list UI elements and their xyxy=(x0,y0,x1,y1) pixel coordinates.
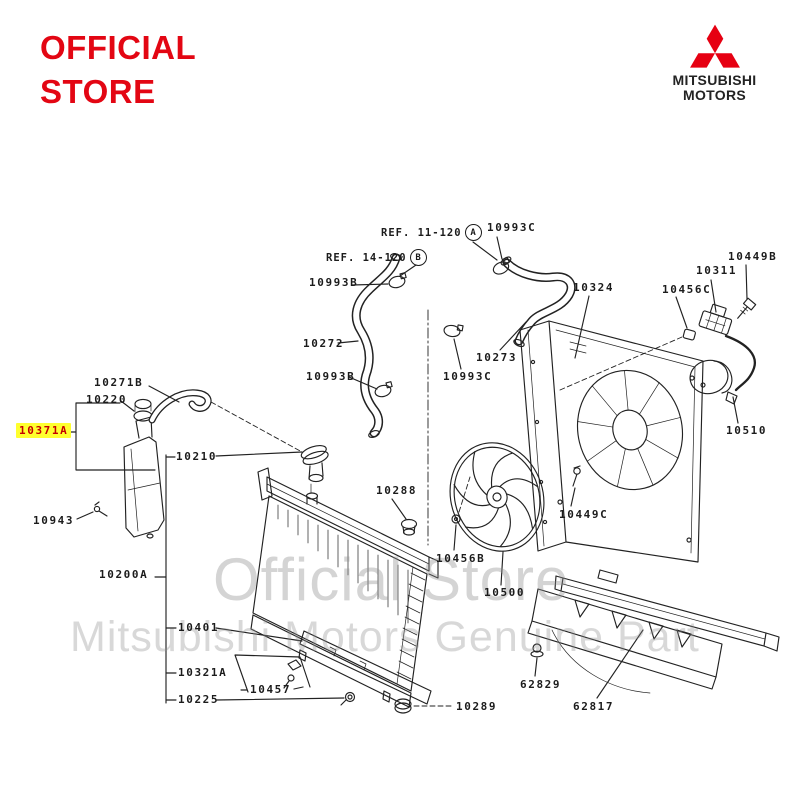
ref-callout-text: REF. 14-120 xyxy=(326,251,407,264)
part-label-10288: 10288 xyxy=(376,484,418,497)
part-label-10500: 10500 xyxy=(484,586,526,599)
part-label-10401: 10401 xyxy=(178,621,220,634)
part-label-10457: 10457 xyxy=(250,683,292,696)
part-label-10993B: 10993B xyxy=(309,276,359,289)
radiator-cap-drawing xyxy=(215,445,329,494)
store-banner-line2: STORE xyxy=(40,73,156,110)
ref-callout-text: REF. 11-120 xyxy=(381,226,462,239)
part-label-10272: 10272 xyxy=(303,337,345,350)
part-label-62817: 62817 xyxy=(573,700,615,713)
part-label-10200A: 10200A xyxy=(99,568,149,581)
bracket-lines xyxy=(154,454,177,704)
brand-name-line2: MOTORS xyxy=(683,87,746,103)
store-banner-line1: OFFICIAL xyxy=(40,29,197,66)
fan-shroud-drawing xyxy=(519,295,704,563)
part-label-62829: 62829 xyxy=(520,678,562,691)
part-label-10273: 10273 xyxy=(476,351,518,364)
brand-name-line1: MITSUBISHI xyxy=(672,72,757,88)
part-label-10456C: 10456C xyxy=(662,283,712,296)
part-label-10993B: 10993B xyxy=(306,370,356,383)
reservoir-tank-drawing xyxy=(69,385,303,539)
part-label-10289: 10289 xyxy=(456,700,498,713)
parts-diagram: Official Store Mitsubishi Motors Genuine… xyxy=(0,150,800,800)
part-label-10321A: 10321A xyxy=(178,666,228,679)
part-label-10510: 10510 xyxy=(726,424,768,437)
fan-motor-drawing xyxy=(675,264,757,424)
air-guide-drawing xyxy=(527,569,780,699)
radiator-small-parts xyxy=(215,498,454,714)
part-label-10456B: 10456B xyxy=(436,552,486,565)
part-label-10371A: 10371A xyxy=(16,423,72,438)
part-label-10993C: 10993C xyxy=(487,221,537,234)
ref-callout-circle-letter: A xyxy=(464,224,482,241)
watermark-line1: Official Store xyxy=(213,546,570,613)
mitsubishi-logo-icon xyxy=(689,24,740,68)
mitsubishi-brand: MITSUBISHI MOTORS xyxy=(652,24,777,103)
watermark-line2: Mitsubishi Motors Genuine Part xyxy=(70,613,700,661)
part-label-10220: 10220 xyxy=(86,393,128,406)
part-label-10225: 10225 xyxy=(178,693,220,706)
part-label-10449B: 10449B xyxy=(728,250,778,263)
part-label-10271B: 10271B xyxy=(94,376,144,389)
part-label-10943: 10943 xyxy=(33,514,75,527)
official-store-banner: OFFICIAL STORE xyxy=(40,26,196,114)
cooling-fan-drawing xyxy=(449,442,581,586)
part-label-10324: 10324 xyxy=(573,281,615,294)
part-label-10449C: 10449C xyxy=(559,508,609,521)
ref-callout-circle-letter: B xyxy=(409,249,427,266)
part-label-10311: 10311 xyxy=(696,264,738,277)
part-label-10993C: 10993C xyxy=(443,370,493,383)
part-label-10210: 10210 xyxy=(176,450,218,463)
